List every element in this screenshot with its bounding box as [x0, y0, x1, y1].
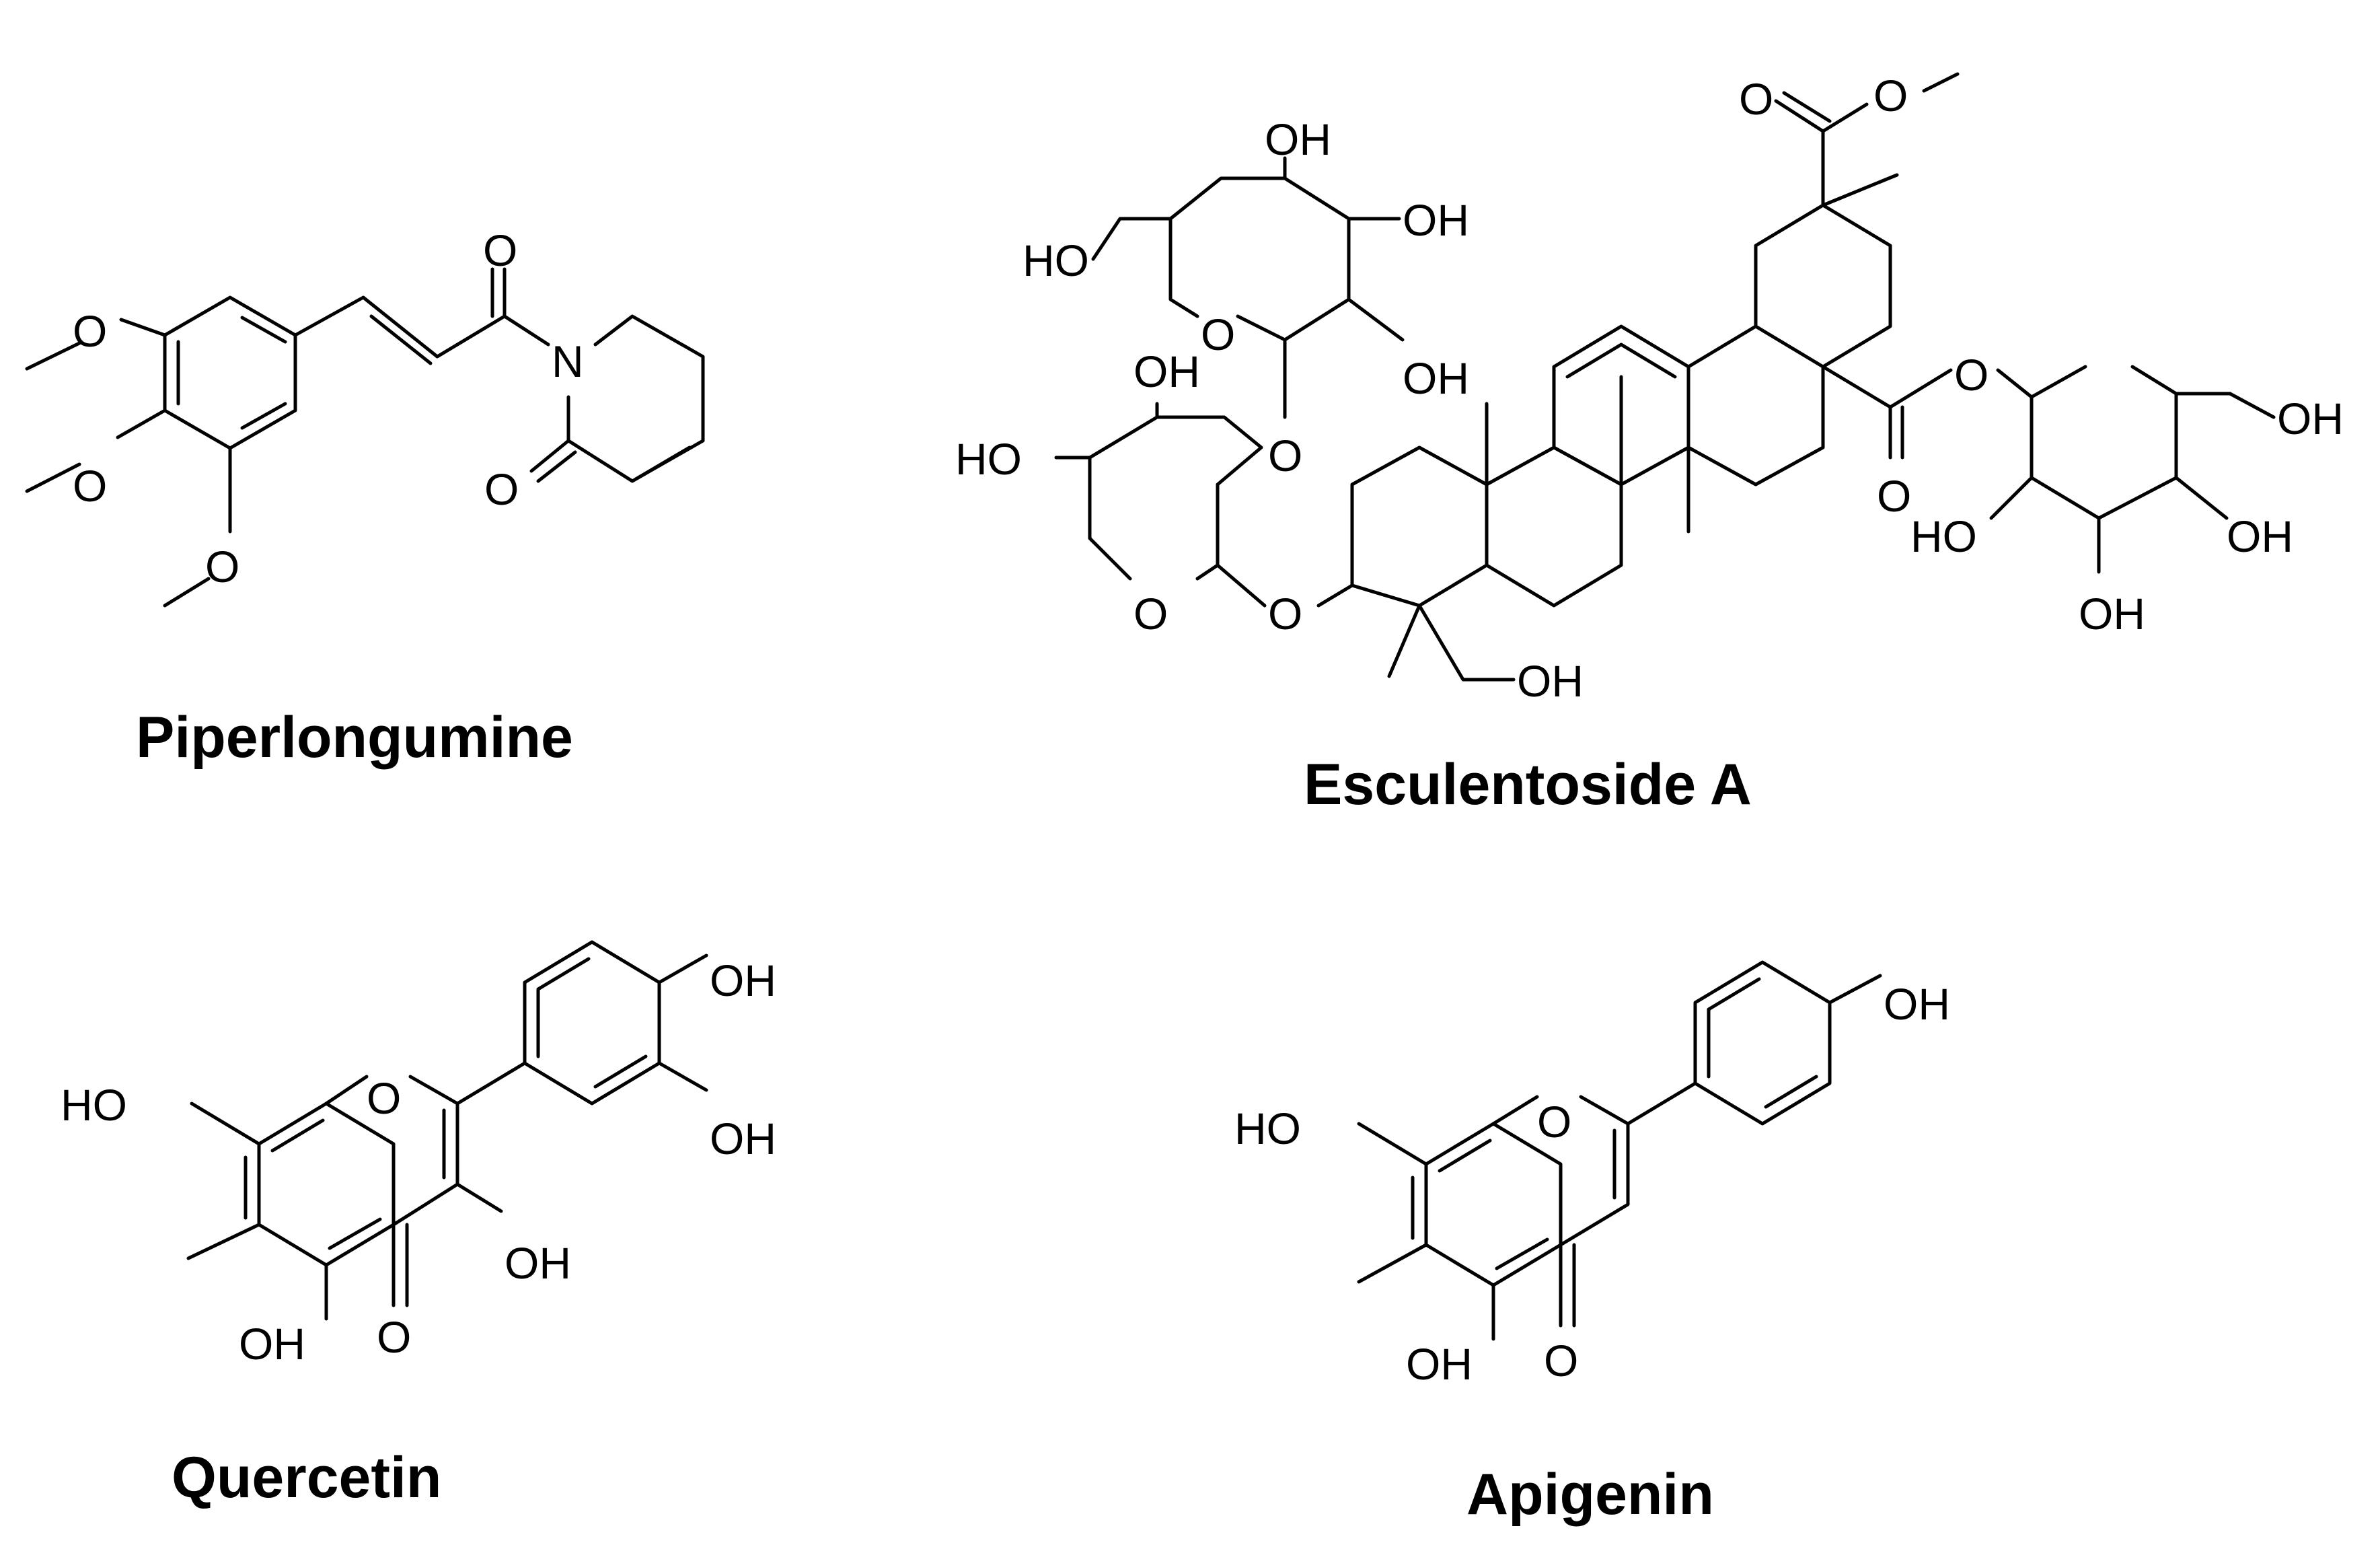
quercetin-bonds: [186, 940, 708, 1321]
esculentoside-a-atom-labels: OH OH HO O OH OH HO O O O OH O O OH HO O…: [955, 71, 2344, 706]
piperlongumine-bonds: [25, 267, 705, 608]
apigenin-bonds: [1357, 960, 1882, 1341]
hydroxyl-label: OH: [2079, 589, 2145, 639]
hydroxyl-label: HO: [955, 434, 1022, 484]
hydroxyl-label: OH: [1403, 195, 1469, 245]
apigenin-atom-labels: OH HO O OH O: [1234, 979, 1950, 1389]
methoxy-oxygen-label: O: [205, 542, 239, 591]
hydroxyl-label: OH: [1406, 1339, 1473, 1389]
hydroxyl-label: HO: [1910, 511, 1977, 561]
glycosidic-oxygen-label: O: [1268, 589, 1302, 639]
molecule-name-esculentoside-a: Esculentoside A: [1304, 752, 1752, 817]
quercetin-structure: OH HO O OH OH OH O Quercetin: [61, 940, 776, 1510]
ring-oxygen-label: O: [1201, 310, 1235, 359]
hydroxyl-label: HO: [1022, 236, 1089, 285]
molecule-name-apigenin: Apigenin: [1466, 1462, 1714, 1527]
ring-oxygen-label: O: [1133, 589, 1168, 639]
ester-oxygen-label: O: [1873, 71, 1908, 120]
methoxy-oxygen-label: O: [73, 306, 107, 356]
glycosidic-oxygen-label: O: [1268, 431, 1302, 480]
hydroxyl-label: OH: [1517, 656, 1584, 706]
hydroxyl-label: OH: [1403, 353, 1469, 403]
hydroxyl-label: OH: [2277, 394, 2344, 443]
molecule-name-piperlongumine: Piperlongumine: [136, 705, 573, 770]
esculentoside-a-bonds: [1054, 72, 2276, 682]
piperlongumine-structure: O O O O N O Piperlongumine: [25, 225, 705, 770]
hydroxyl-label: OH: [239, 1319, 305, 1369]
esculentoside-a-structure: OH OH HO O OH OH HO O O O OH O O OH HO O…: [955, 71, 2344, 817]
hydroxyl-label: OH: [1133, 347, 1200, 396]
hydroxyl-label: HO: [1234, 1104, 1301, 1153]
hydroxyl-label: OH: [1884, 979, 1950, 1029]
piperlongumine-atom-labels: O O O O N O: [73, 225, 584, 591]
hydroxyl-label: OH: [710, 955, 776, 1005]
ring-oxygen-label: O: [1537, 1097, 1571, 1147]
lactam-oxygen-label: O: [484, 464, 519, 514]
carbonyl-oxygen-label: O: [377, 1312, 411, 1362]
carbonyl-oxygen-label: O: [483, 225, 517, 275]
hydroxyl-label: HO: [61, 1080, 127, 1130]
hydroxyl-label: OH: [710, 1114, 776, 1163]
ester-oxygen-label: O: [1954, 350, 1988, 400]
hydroxyl-label: OH: [1265, 114, 1331, 164]
carbonyl-oxygen-label: O: [1544, 1336, 1578, 1385]
quercetin-atom-labels: OH HO O OH OH OH O: [61, 955, 776, 1369]
carbonyl-oxygen-label: O: [1877, 471, 1911, 521]
hydroxyl-label: OH: [2227, 511, 2293, 561]
hydroxyl-label: OH: [505, 1238, 571, 1288]
ring-oxygen-label: O: [367, 1073, 401, 1123]
methoxy-oxygen-label: O: [73, 461, 107, 511]
apigenin-structure: OH HO O OH O Apigenin: [1234, 960, 1950, 1527]
molecule-name-quercetin: Quercetin: [172, 1445, 441, 1510]
carbonyl-oxygen-label: O: [1739, 74, 1773, 124]
nitrogen-label: N: [552, 336, 584, 386]
